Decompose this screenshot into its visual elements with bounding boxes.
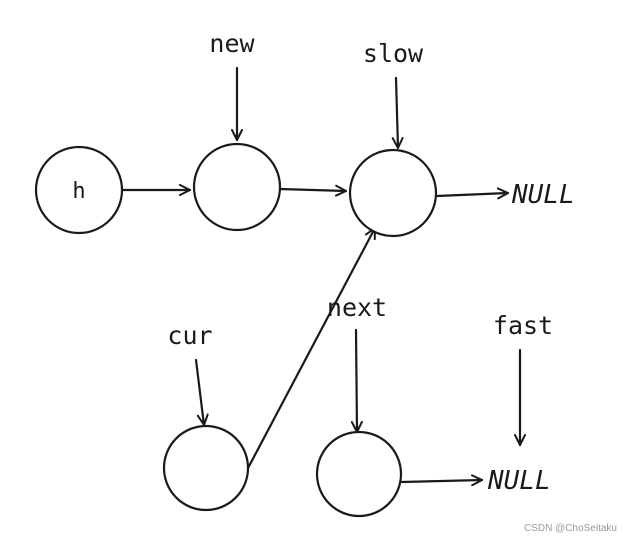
label-fast: fast bbox=[493, 311, 553, 340]
node-new bbox=[192, 142, 282, 232]
pointer-slow-arrow bbox=[391, 76, 404, 150]
watermark: CSDN @ChoSeitaku bbox=[524, 523, 617, 534]
label-slow: slow bbox=[363, 39, 424, 68]
null-top: NULL bbox=[511, 180, 575, 210]
edge-slow-to-null bbox=[435, 187, 510, 200]
edge-new-to-slow bbox=[278, 184, 348, 197]
node-h: h bbox=[34, 145, 124, 235]
label-cur: cur bbox=[167, 321, 212, 350]
edge-cur-to-slow bbox=[245, 226, 377, 472]
pointer-next-arrow bbox=[350, 328, 363, 434]
node-h-text: h bbox=[72, 179, 85, 204]
node-next bbox=[315, 430, 403, 518]
node-cur bbox=[162, 424, 250, 512]
label-new: new bbox=[209, 29, 255, 58]
edge-next-to-null bbox=[400, 474, 484, 487]
null-bottom: NULL bbox=[487, 466, 551, 496]
node-slow bbox=[348, 148, 438, 238]
label-next: next bbox=[327, 293, 387, 322]
pointer-cur-arrow bbox=[194, 358, 209, 427]
